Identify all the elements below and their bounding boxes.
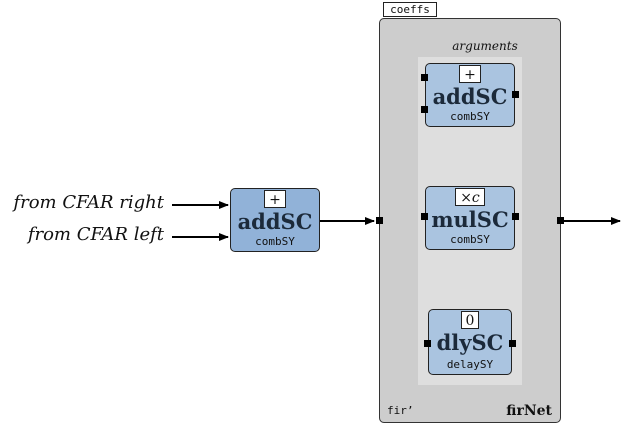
inner-addsc-input-port-2	[421, 106, 428, 113]
dlysc-block[interactable]: 0 dlySC delaySY	[428, 309, 512, 375]
multiply-constant-icon: ×c	[455, 188, 485, 206]
net-input-port	[376, 217, 383, 224]
dlysc-sub: delaySY	[446, 358, 494, 371]
zero-icon: 0	[461, 311, 479, 329]
firnet-label: firNet	[506, 403, 552, 419]
arguments-label: arguments	[452, 39, 518, 53]
mulsc-sub: combSY	[450, 233, 490, 246]
addsc-sub: combSY	[255, 235, 295, 248]
inner-addsc-input-port-1	[421, 74, 428, 81]
inner-addsc-output-port	[512, 91, 519, 98]
dlysc-name: dlySC	[436, 330, 504, 355]
dlysc-output-port	[509, 340, 516, 347]
plus-icon: +	[459, 65, 481, 83]
fir-label: fir’	[387, 404, 414, 417]
plus-icon: +	[264, 190, 286, 208]
mulsc-input-port	[421, 213, 428, 220]
inner-addsc-name: addSC	[432, 84, 508, 109]
addsc-name: addSC	[237, 209, 313, 234]
mulsc-block[interactable]: ×c mulSC combSY	[425, 186, 515, 250]
mulsc-name: mulSC	[431, 207, 509, 232]
dlysc-input-port	[424, 340, 431, 347]
coeffs-tag: coeffs	[383, 2, 437, 17]
input-left-label: from CFAR left	[27, 224, 164, 245]
input-right-label: from CFAR right	[13, 192, 164, 213]
inner-addsc-block[interactable]: + addSC combSY	[425, 63, 515, 127]
addsc-block[interactable]: + addSC combSY	[230, 188, 320, 252]
mulsc-output-port	[512, 213, 519, 220]
net-output-port	[557, 217, 564, 224]
inner-addsc-sub: combSY	[450, 110, 490, 123]
